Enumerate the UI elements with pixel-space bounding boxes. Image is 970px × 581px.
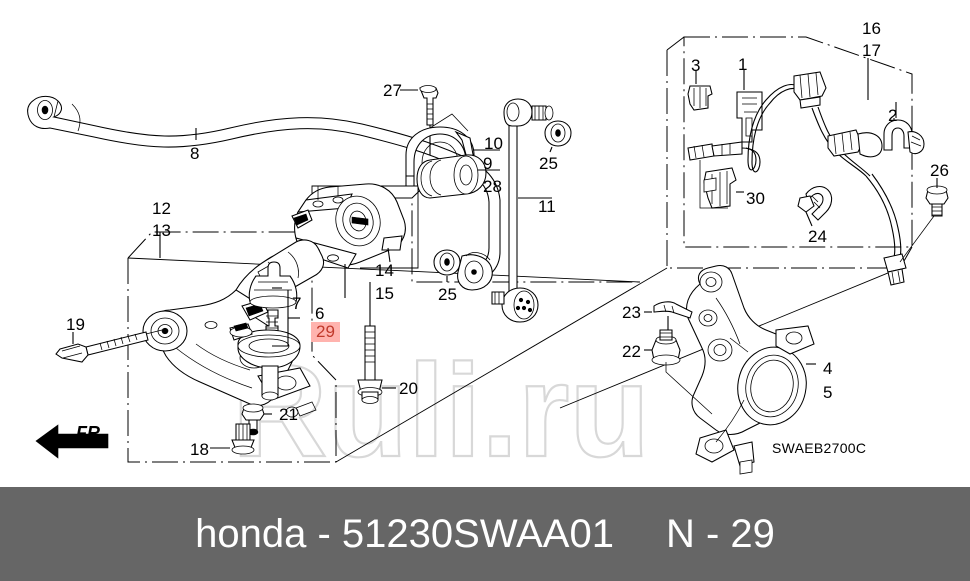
callout-28: 28 [483, 177, 502, 196]
part-harness-clip-2 [883, 102, 925, 155]
footer-caption: honda - 51230SWAA01 N - 29 [195, 512, 775, 557]
part-harness-clip-3 [687, 70, 713, 111]
callout-18: 18 [190, 440, 209, 459]
callout-6: 6 [315, 304, 325, 323]
front-direction-label: FR. [76, 423, 105, 443]
part-flange-bolt-20 [357, 282, 396, 404]
footer-bar: honda - 51230SWAA01 N - 29 [0, 487, 970, 581]
callout-21: 21 [279, 405, 298, 424]
footer-brand-part-number: honda - 51230SWAA01 [195, 511, 614, 556]
callout-24: 24 [808, 227, 827, 246]
callout-3: 3 [691, 56, 701, 75]
callout-19: 19 [66, 315, 85, 334]
part-abs-sensor [736, 70, 763, 143]
callout-11: 11 [538, 197, 556, 216]
diagram-canvas: Ruli.ru [27, 19, 949, 482]
part-stabilizer-bushing [416, 154, 500, 199]
diagram-code-label: SWAEB2700C [772, 440, 867, 456]
callout-25-lower: 25 [438, 285, 457, 304]
part-harness-clip-24 [797, 185, 833, 227]
callout-4: 4 [823, 359, 833, 378]
callout-25-upper: 25 [539, 154, 558, 173]
callout-7: 7 [292, 294, 302, 313]
part-steering-knuckle [685, 264, 816, 475]
part-lower-control-arm [142, 232, 325, 407]
callout-26: 26 [930, 161, 949, 180]
part-flange-bolt-18 [210, 423, 255, 455]
part-self-lock-nut-upper [544, 120, 572, 153]
callout-10: 10 [484, 134, 503, 153]
callout-23: 23 [622, 303, 641, 322]
part-stabilizer-link [491, 98, 554, 323]
callout-5: 5 [823, 383, 833, 402]
callout-12: 12 [152, 199, 171, 218]
part-arm-bushing [291, 183, 406, 298]
part-self-lock-nut-lower [433, 249, 493, 291]
callout-13: 13 [152, 221, 171, 240]
callout-29-highlighted: 29 [311, 322, 340, 342]
callout-2: 2 [888, 106, 898, 125]
callout-17: 17 [862, 41, 881, 60]
callout-27: 27 [383, 81, 402, 100]
front-direction-arrow [35, 424, 109, 459]
part-cotter-pin-21 [241, 401, 317, 436]
part-ball-joint-boot-22 [644, 329, 713, 415]
callout-9: 9 [483, 154, 493, 173]
callout-20: 20 [399, 379, 418, 398]
part-harness-bolt-26 [899, 178, 949, 263]
callout-1: 1 [738, 55, 748, 74]
callout-8: 8 [190, 144, 200, 163]
part-abs-harness-cable [687, 58, 907, 286]
callout-30: 30 [746, 189, 765, 208]
footer-page-reference: N - 29 [665, 511, 775, 556]
part-flange-bolt-19 [55, 329, 163, 363]
callout-22: 22 [622, 342, 641, 361]
callout-14: 14 [375, 261, 394, 280]
callout-15: 15 [375, 284, 394, 303]
part-ball-joint [229, 261, 301, 401]
part-harness-clip-30 [699, 160, 744, 209]
part-cotter-pin-23 [644, 301, 693, 330]
diagram-lineart [27, 36, 949, 475]
callout-16: 16 [862, 19, 881, 38]
